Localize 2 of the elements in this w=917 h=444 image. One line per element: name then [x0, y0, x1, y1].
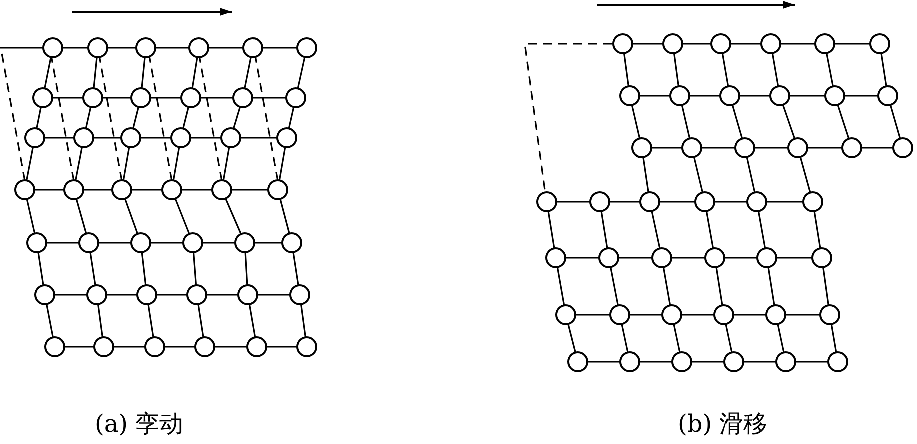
figure-label: (a) 孪动 [95, 409, 184, 440]
figure-label: (b) 滑移 [678, 409, 768, 440]
